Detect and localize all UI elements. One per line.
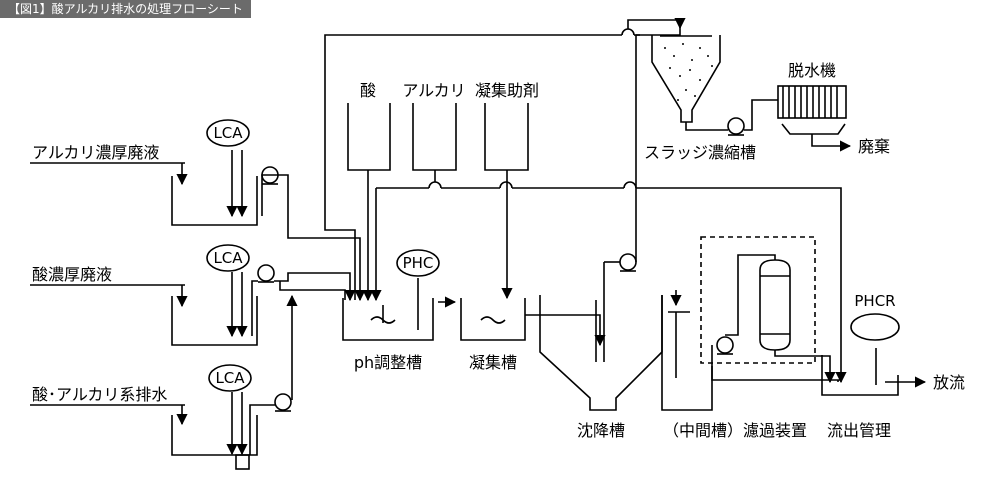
- pump-acid: [257, 264, 275, 283]
- label-discharge: 放流: [933, 373, 965, 392]
- label-alkali-waste: アルカリ濃厚廃液: [32, 143, 159, 162]
- intermediate-tank: [661, 290, 840, 411]
- label-sludge-thickener: スラッジ濃縮槽: [644, 143, 756, 162]
- return-line: [324, 34, 622, 300]
- label-mixed-waste: 酸･アルカリ系排水: [32, 385, 167, 404]
- pump-mixed: [274, 393, 292, 412]
- acid-waste-tank: [30, 272, 356, 346]
- ph-adjustment-tank: [342, 278, 434, 341]
- figure-title: 【図1】酸アルカリ排水の処理フローシート: [0, 0, 251, 18]
- label-coagulant: 凝集助剤: [475, 81, 539, 100]
- lca-instrument-3: [208, 364, 252, 392]
- dehydrator: [777, 85, 852, 152]
- lca-label-3: LCA: [215, 369, 245, 387]
- mixed-waste-tank: [30, 294, 298, 470]
- settling-tank: [539, 17, 686, 411]
- phcr-label: PHCR: [854, 292, 895, 310]
- label-ph-tank: ph調整槽: [354, 353, 422, 372]
- coagulation-tank: [460, 298, 526, 341]
- pump-alkali: [261, 166, 279, 185]
- alkali-dosing-tank: [370, 103, 457, 302]
- label-coag-tank: 凝集槽: [469, 353, 517, 372]
- label-acid-chemical: 酸: [360, 81, 376, 100]
- label-disposal: 廃棄: [858, 137, 890, 156]
- phc-label: PHC: [403, 254, 434, 272]
- lca-label-1: LCA: [213, 124, 243, 142]
- label-alkali-chemical: アルカリ: [402, 81, 465, 100]
- filtration-unit: [700, 236, 836, 384]
- phcr-instrument: [850, 313, 900, 341]
- pump-sludge: [727, 117, 745, 136]
- label-outflow: 流出管理: [827, 421, 891, 440]
- label-dehydrator: 脱水機: [788, 61, 836, 80]
- lca-instrument-2: [206, 244, 250, 272]
- line-jump: [621, 28, 635, 36]
- label-acid-waste: 酸濃厚廃液: [32, 265, 112, 284]
- label-settling: 沈降槽: [577, 421, 625, 440]
- phc-instrument: [396, 249, 440, 277]
- coagulant-dosing-tank: [484, 103, 529, 300]
- alkali-waste-tank: [30, 150, 366, 302]
- sludge-particles: [664, 43, 713, 101]
- outflow-tank: [821, 348, 927, 396]
- lca-label-2: LCA: [213, 249, 243, 267]
- pump-filter: [716, 336, 734, 355]
- label-filtration: （中間槽）濾過装置: [663, 421, 807, 440]
- lca-instrument-1: [206, 119, 250, 147]
- sludge-thickener: [651, 35, 778, 131]
- pump-sludge-return: [619, 253, 637, 272]
- acid-dosing-tank: [347, 103, 391, 302]
